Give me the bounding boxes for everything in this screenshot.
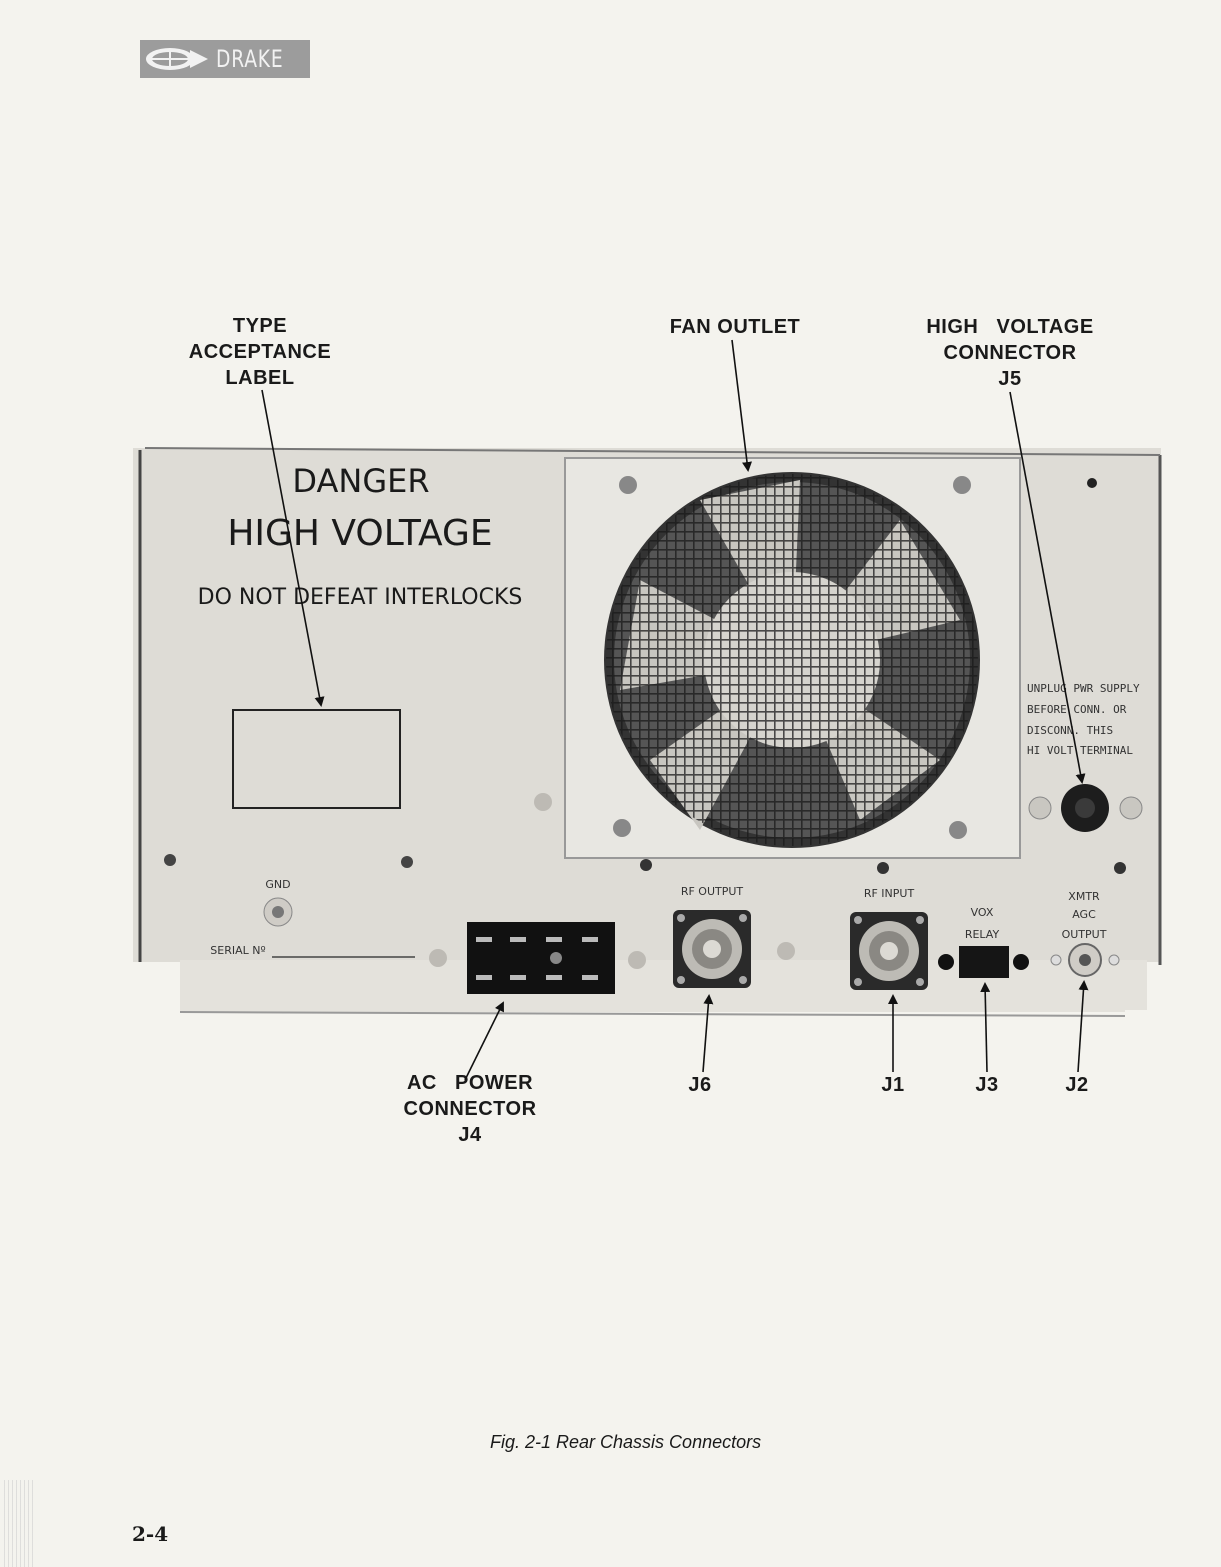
- page-number: 2-4: [132, 1522, 169, 1546]
- callout-ac-power-connector: AC POWER CONNECTOR J4: [390, 1070, 550, 1148]
- rf-output-connector-j6: [673, 910, 751, 988]
- interlocks-text: DO NOT DEFEAT INTERLOCKS: [198, 585, 523, 610]
- figure-caption: Fig. 2-1 Rear Chassis Connectors: [490, 1432, 762, 1452]
- callout-high-voltage-connector: HIGH VOLTAGE CONNECTOR J5: [905, 314, 1115, 392]
- callout-line: AC POWER: [406, 1072, 534, 1094]
- hv-warning-line: HI VOLT TERMINAL: [1027, 744, 1133, 757]
- fan-outlet: [564, 457, 1021, 859]
- brand-name: DRAKE: [216, 45, 284, 73]
- agc-label: AGC: [1072, 908, 1096, 921]
- callout-line: LABEL: [225, 367, 295, 389]
- xmtr-label: XMTR: [1068, 890, 1100, 903]
- callout-line: CONNECTOR: [403, 1098, 537, 1120]
- callout-line: CONNECTOR: [943, 342, 1077, 364]
- hv-warning-line: DISCONN. THIS: [1027, 724, 1113, 737]
- callout-j3: J3: [975, 1074, 999, 1096]
- drake-logo: DRAKE: [140, 40, 310, 78]
- gnd-terminal: [263, 897, 293, 927]
- ac-power-connector-j4: [467, 922, 615, 994]
- vox-label: VOX: [971, 906, 994, 919]
- serial-number-label: SERIAL Nº: [210, 944, 265, 957]
- output-label: OUTPUT: [1062, 928, 1107, 941]
- vox-relay-connector-j3: [938, 946, 1029, 978]
- drake-logo-icon: [146, 48, 208, 70]
- gnd-label: GND: [265, 878, 290, 891]
- high-voltage-text: HIGH VOLTAGE: [227, 513, 492, 554]
- rf-input-label: RF INPUT: [864, 887, 915, 900]
- rf-output-label: RF OUTPUT: [681, 885, 744, 898]
- callout-line: J4: [458, 1124, 482, 1146]
- high-voltage-connector-j5: [1028, 784, 1143, 832]
- callout-j1: J1: [881, 1074, 905, 1096]
- hv-warning-line: UNPLUG PWR SUPPLY: [1027, 682, 1140, 695]
- rf-input-connector-j1: [850, 912, 928, 990]
- scan-edge: [4, 1480, 34, 1567]
- callout-line: HIGH VOLTAGE: [926, 316, 1094, 338]
- leader-lines: [261, 339, 1089, 1081]
- danger-text: DANGER: [292, 462, 429, 500]
- agc-output-connector-j2: [1050, 943, 1120, 977]
- hv-warning-line: BEFORE CONN. OR: [1027, 703, 1127, 716]
- callout-line: ACCEPTANCE: [188, 341, 332, 363]
- callout-fan-outlet: FAN OUTLET: [669, 316, 801, 338]
- callout-j2: J2: [1065, 1074, 1089, 1096]
- callout-type-acceptance-label: TYPE ACCEPTANCE LABEL: [180, 313, 340, 391]
- relay-label: RELAY: [965, 928, 1000, 941]
- callout-line: J5: [998, 368, 1022, 390]
- callout-line: TYPE: [232, 315, 288, 337]
- type-acceptance-label-box: [232, 709, 401, 809]
- callout-j6: J6: [688, 1074, 712, 1096]
